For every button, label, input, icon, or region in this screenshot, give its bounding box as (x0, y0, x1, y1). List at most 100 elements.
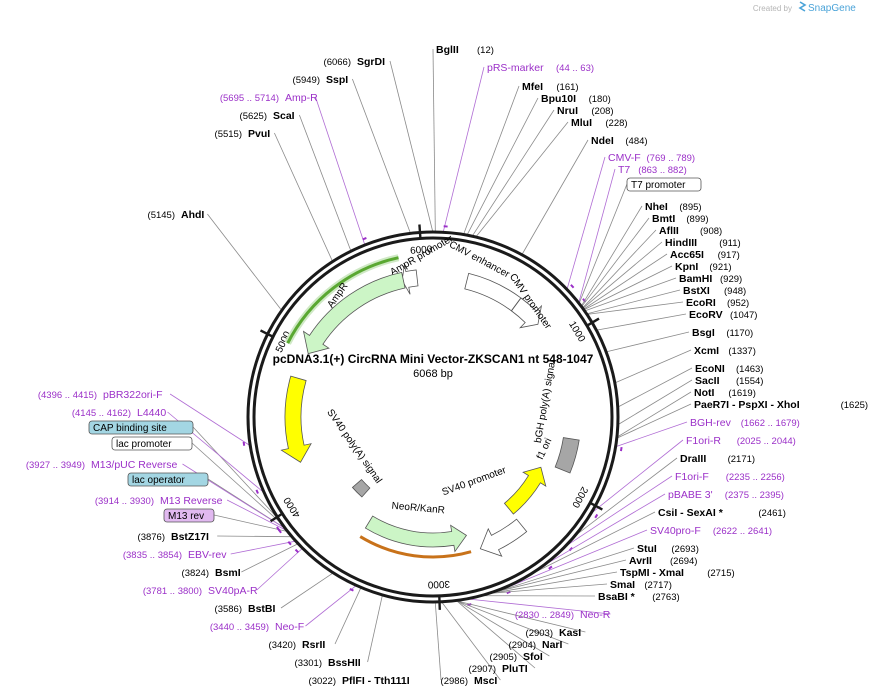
label-bpu10i[interactable]: Bpu10I(180) (541, 93, 611, 105)
label-coord: (2025 .. 2044) (737, 436, 796, 447)
label-kpni[interactable]: KpnI(921) (675, 261, 732, 273)
label-smai[interactable]: SmaI(2717) (610, 579, 672, 591)
label-coord: (2694) (670, 556, 697, 567)
label-paer7i-pspxi-xhoi[interactable]: PaeR7I - PspXI - XhoI(1625) (694, 399, 868, 411)
label-sspi[interactable]: (5949)SspI (293, 74, 349, 86)
label-coord: (3835 .. 3854) (123, 550, 182, 561)
feature-bgh-poly-a-signal[interactable] (554, 437, 580, 474)
label-t7[interactable]: T7(863 .. 882) (618, 164, 687, 176)
feature-ampr-promoter[interactable] (401, 264, 419, 295)
label-pbr322ori-f[interactable]: (4396 .. 4415)pBR322ori-F (38, 389, 163, 401)
label-ecorv[interactable]: EcoRV(1047) (689, 309, 757, 321)
label-bstxi[interactable]: BstXI(948) (683, 285, 746, 297)
label-amp-r[interactable]: (5695 .. 5714)Amp-R (220, 92, 318, 104)
label-econi[interactable]: EcoNI(1463) (695, 363, 763, 375)
label-bamhi[interactable]: BamHI(929) (679, 273, 742, 285)
label-kasi[interactable]: (2903)KasI (526, 627, 582, 639)
label-tspmi-xmai[interactable]: TspMI - XmaI(2715) (620, 567, 735, 579)
label-l4440[interactable]: (4145 .. 4162)L4440 (72, 407, 167, 419)
label-f1ori-f[interactable]: F1ori-F(2235 .. 2256) (675, 471, 785, 483)
tick-5000 (259, 329, 274, 338)
label-xcmi[interactable]: XcmI(1337) (694, 345, 756, 357)
label-lac-operator[interactable]: lac operator (127, 472, 209, 487)
label-nari[interactable]: (2904)NarI (509, 639, 563, 651)
label-neo-r[interactable]: (2830 .. 2849)Neo-R (515, 609, 611, 621)
feature-sv40-poly-a-signal[interactable] (351, 478, 371, 498)
connector-bsmi (241, 543, 298, 573)
feature-ori[interactable] (280, 375, 312, 463)
label-acc65i[interactable]: Acc65I(917) (670, 249, 740, 261)
label-cmv-f[interactable]: CMV-F(769 .. 789) (608, 152, 695, 164)
label-name: BGH-rev (690, 417, 732, 429)
label-msci[interactable]: (2986)MscI (441, 675, 498, 687)
label-m13-puc-reverse[interactable]: (3927 .. 3949)M13/pUC Reverse (26, 459, 178, 471)
label-pbabe-3[interactable]: pBABE 3'(2375 .. 2395) (668, 489, 784, 501)
label-avrii[interactable]: AvrII(2694) (629, 555, 697, 567)
label-bsshii[interactable]: (3301)BssHII (295, 657, 361, 669)
snapgene-logo-icon (798, 1, 807, 12)
label-bmti[interactable]: BmtI(899) (652, 213, 709, 225)
primer-mark-t7 (582, 298, 587, 303)
label-nrui[interactable]: NruI(208) (557, 105, 614, 117)
feature-label-sv40-poly-a-signal: SV40 poly(A) signal (324, 407, 383, 485)
label-coord: (899) (686, 214, 708, 225)
label-nhei[interactable]: NheI(895) (645, 201, 702, 213)
label-stui[interactable]: StuI(2693) (637, 543, 699, 555)
label-sgrdi[interactable]: (6066)SgrDI (324, 56, 386, 68)
feature-neor-kanr[interactable] (364, 515, 468, 553)
label-sv40pa-r[interactable]: (3781 .. 3800)SV40pA-R (143, 585, 258, 597)
label-coord: (2461) (758, 508, 785, 519)
connector-msci (441, 602, 501, 681)
label-name: BsaBI * (598, 591, 636, 603)
label-sv40pro-f[interactable]: SV40pro-F(2622 .. 2641) (650, 525, 772, 537)
feature-f1-ori[interactable] (503, 466, 547, 515)
label-ahdi[interactable]: (5145)AhdI (148, 209, 205, 221)
label-ebv-rev[interactable]: (3835 .. 3854)EBV-rev (123, 549, 227, 561)
label-sacii[interactable]: SacII(1554) (695, 375, 763, 387)
label-t7-promoter[interactable]: T7 promoter (626, 177, 702, 192)
label-bgh-rev[interactable]: BGH-rev(1662 .. 1679) (690, 417, 800, 429)
label-bsmi[interactable]: (3824)BsmI (182, 567, 241, 579)
label-f1ori-r[interactable]: F1ori-R(2025 .. 2044) (686, 435, 796, 447)
label-bstz17i[interactable]: (3876)BstZ17I (138, 531, 209, 543)
feature-sv40-promoter[interactable] (479, 518, 528, 557)
label-mfei[interactable]: MfeI(161) (522, 81, 579, 93)
feature-ampr[interactable] (302, 271, 406, 355)
label-sfoi[interactable]: (2905)SfoI (490, 651, 543, 663)
connector-amp-r (315, 96, 365, 245)
label-draiii[interactable]: DraIII(2171) (680, 453, 755, 465)
label-pvui[interactable]: (5515)PvuI (215, 128, 271, 140)
label-coord: (5949) (293, 75, 320, 86)
label-aflii[interactable]: AflII(908) (659, 225, 722, 237)
label-csii-sexai[interactable]: CsiI - SexAI *(2461) (658, 507, 786, 519)
label-name: PvuI (248, 128, 270, 140)
connector-ndei (522, 139, 589, 255)
label-neo-f[interactable]: (3440 .. 3459)Neo-F (210, 621, 304, 633)
label-ecori[interactable]: EcoRI(952) (686, 297, 749, 309)
feature-cmv-promoter[interactable] (510, 297, 543, 329)
label-bstbi[interactable]: (3586)BstBI (215, 603, 276, 615)
connector-lac-promoter (191, 442, 280, 522)
connector-sgrdi (389, 60, 434, 232)
label-cap-binding-site[interactable]: CAP binding site (88, 420, 194, 435)
label-name: RsrII (302, 639, 325, 651)
label-m13-rev[interactable]: M13 rev (163, 508, 215, 523)
label-rsrii[interactable]: (3420)RsrII (269, 639, 326, 651)
label-pluti[interactable]: (2907)PluTI (469, 663, 528, 675)
label-prs-marker[interactable]: pRS-marker(44 .. 63) (487, 62, 594, 74)
label-name: BglII (436, 44, 459, 56)
label-bsabi[interactable]: BsaBI *(2763) (598, 591, 680, 603)
connector-pflfi-tth111i (434, 602, 442, 681)
label-pflfi-tth111i[interactable]: (3022)PflFI - Tth111I (309, 675, 410, 687)
label-coord: (3781 .. 3800) (143, 586, 202, 597)
label-mlui[interactable]: MluI(228) (571, 117, 628, 129)
label-lac-promoter[interactable]: lac promoter (111, 436, 193, 451)
label-m13-reverse[interactable]: (3914 .. 3930)M13 Reverse (95, 495, 223, 507)
label-hindiii[interactable]: HindIII(911) (665, 237, 741, 249)
label-bsgi[interactable]: BsgI(1170) (692, 327, 753, 339)
label-noti[interactable]: NotI(1619) (694, 387, 756, 399)
label-scai[interactable]: (5625)ScaI (240, 110, 295, 122)
label-ndei[interactable]: NdeI(484) (591, 135, 648, 147)
label-bglii[interactable]: BglII(12) (436, 44, 494, 56)
connector-f1ori-f (568, 475, 673, 545)
